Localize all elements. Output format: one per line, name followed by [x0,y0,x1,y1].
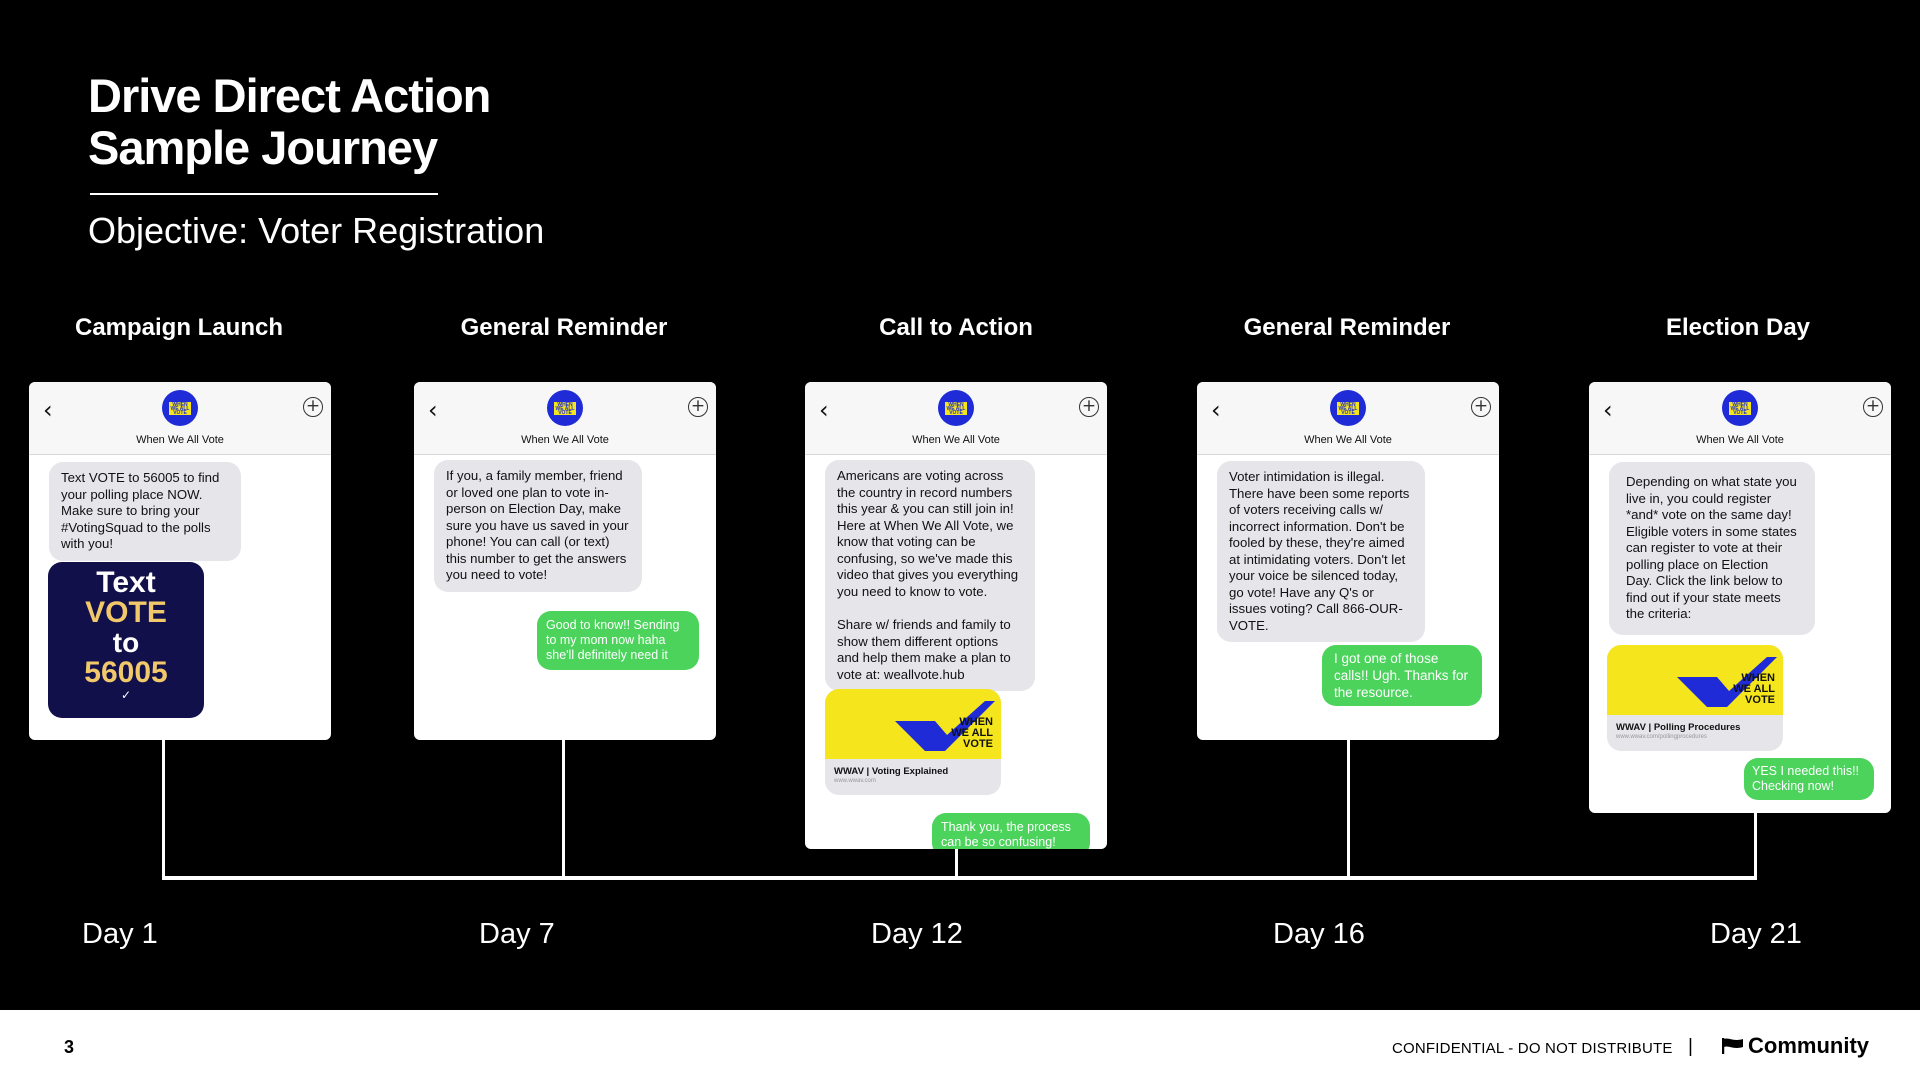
incoming-message: Voter intimidation is illegal. There hav… [1217,461,1425,642]
objective-subtitle: Objective: Voter Registration [88,210,545,251]
avatar-logo: WHEN WE ALL VOTE [1337,401,1359,416]
flag-icon [1722,1038,1743,1054]
day-label-4: Day 16 [1273,918,1365,950]
title-line-1: Drive Direct Action [88,69,491,122]
plus-circle-icon[interactable]: + [1471,397,1491,417]
outgoing-message: YES I needed this!! Checking now! [1744,758,1874,800]
footer-separator: | [1688,1036,1693,1057]
avatar[interactable]: WHEN WE ALL VOTE [547,390,583,426]
chevron-left-icon[interactable]: ‹ [1603,396,1613,424]
day-label-1: Day 1 [82,918,158,950]
brand-name: Community [1748,1033,1869,1058]
stage-title-1: Campaign Launch [74,314,284,341]
brand-text: WHEN WE ALL VOTE [1733,672,1775,706]
contact-name: When We All Vote [521,434,609,446]
contact-name: When We All Vote [912,434,1000,446]
stage-title-4: General Reminder [1243,314,1451,341]
message-header: ‹ WHEN WE ALL VOTE When We All Vote + [1197,382,1499,455]
plus-circle-icon[interactable]: + [688,397,708,417]
incoming-message: Text VOTE to 56005 to find your polling … [49,462,241,561]
link-url: www.wwav.com [834,778,876,784]
day-label-5: Day 21 [1710,918,1802,950]
incoming-message: If you, a family member, friend or loved… [434,460,642,592]
media-image-text-vote[interactable]: Text VOTE to 56005 ✓ [48,562,204,718]
avatar[interactable]: WHEN WE ALL VOTE [938,390,974,426]
link-title: WWAV | Polling Procedures [1616,722,1741,733]
plus-circle-icon[interactable]: + [1079,397,1099,417]
link-preview-card[interactable]: WHEN WE ALL VOTE WWAV | Voting Explained… [825,689,1001,795]
phone-screen-2: ‹ WHEN WE ALL VOTE When We All Vote + If… [414,382,716,740]
avatar-logo: WHEN WE ALL VOTE [169,401,191,416]
page-number: 3 [64,1037,75,1057]
chevron-left-icon[interactable]: ‹ [819,396,829,424]
contact-name: When We All Vote [136,434,224,446]
chevron-left-icon[interactable]: ‹ [428,396,438,424]
incoming-message: Americans are voting across the country … [825,460,1035,691]
timeline-connector-5 [1754,812,1757,878]
avatar-logo: WHEN WE ALL VOTE [1729,401,1751,416]
link-preview-card[interactable]: WHEN WE ALL VOTE WWAV | Polling Procedur… [1607,645,1783,751]
chevron-left-icon[interactable]: ‹ [1211,396,1221,424]
phone-screen-4: ‹ WHEN WE ALL VOTE When We All Vote + Vo… [1197,382,1499,740]
phone-screen-1: ‹ WHEN WE ALL VOTE When We All Vote + Te… [29,382,331,740]
wwav-logo-image: WHEN WE ALL VOTE [825,689,1001,759]
link-url: www.wwav.com/pollingprocedures [1616,734,1707,740]
avatar-logo: WHEN WE ALL VOTE [554,401,576,416]
stage-title-3: Call to Action [879,314,1033,341]
avatar[interactable]: WHEN WE ALL VOTE [1722,390,1758,426]
check-mark-logo-icon [895,701,995,751]
wwav-logo-image: WHEN WE ALL VOTE [1607,645,1783,715]
chevron-left-icon[interactable]: ‹ [43,396,53,424]
link-title: WWAV | Voting Explained [834,766,949,777]
timeline-connector-4 [1347,738,1350,878]
message-header: ‹ WHEN WE ALL VOTE When We All Vote + [29,382,331,455]
avatar[interactable]: WHEN WE ALL VOTE [1330,390,1366,426]
outgoing-message: I got one of those calls!! Ugh. Thanks f… [1322,645,1482,706]
day-label-2: Day 7 [479,918,555,950]
slide-title: Drive Direct Action Sample Journey [88,69,491,174]
check-circle-icon: ✓ [120,688,132,702]
brand-text: WHEN WE ALL VOTE [951,716,993,750]
stage-title-5: Election Day [1665,314,1811,341]
confidential-notice: CONFIDENTIAL - DO NOT DISTRIBUTE [1392,1040,1673,1057]
outgoing-message: Good to know!! Sending to my mom now hah… [537,611,699,670]
message-header: ‹ WHEN WE ALL VOTE When We All Vote + [414,382,716,455]
community-logo: Community [1722,1033,1869,1059]
day-label-3: Day 12 [871,918,963,950]
plus-circle-icon[interactable]: + [303,397,323,417]
phone-screen-5: ‹ WHEN WE ALL VOTE When We All Vote + De… [1589,382,1891,813]
avatar[interactable]: WHEN WE ALL VOTE [162,390,198,426]
timeline-connector-2 [562,738,565,878]
contact-name: When We All Vote [1696,434,1784,446]
message-header: ‹ WHEN WE ALL VOTE When We All Vote + [805,382,1107,455]
slide-footer: 3 CONFIDENTIAL - DO NOT DISTRIBUTE | Com… [0,1010,1920,1080]
title-line-2: Sample Journey [88,121,438,174]
timeline-horizontal [162,876,1757,880]
check-mark-logo-icon [1677,657,1777,707]
avatar-logo: WHEN WE ALL VOTE [945,401,967,416]
timeline-connector-3 [955,848,958,878]
stage-title-2: General Reminder [460,314,668,341]
phone-screen-3: ‹ WHEN WE ALL VOTE When We All Vote + Am… [805,382,1107,849]
contact-name: When We All Vote [1304,434,1392,446]
plus-circle-icon[interactable]: + [1863,397,1883,417]
outgoing-message: Thank you, the process can be so confusi… [932,813,1090,849]
incoming-message: Depending on what state you live in, you… [1609,462,1815,635]
title-divider [90,193,438,195]
timeline-connector-1 [162,738,165,878]
message-header: ‹ WHEN WE ALL VOTE When We All Vote + [1589,382,1891,455]
